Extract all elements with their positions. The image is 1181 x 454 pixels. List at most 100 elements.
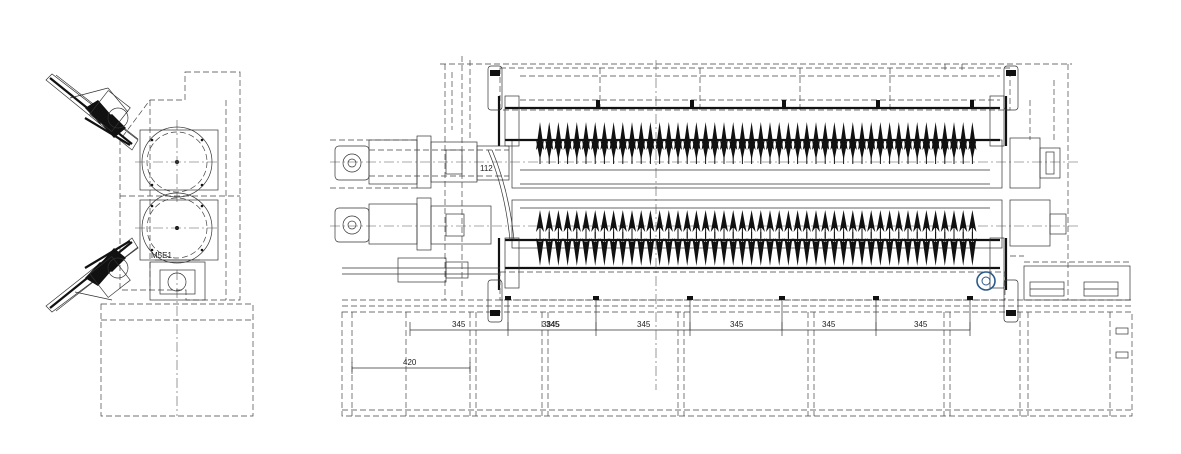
roll-tooth <box>710 210 719 232</box>
dim-label-4: 345 <box>730 320 744 329</box>
roll-tooth <box>766 140 774 160</box>
roll-tooth <box>609 238 618 266</box>
construction-lines <box>330 56 1132 390</box>
roll-tooth <box>894 140 903 160</box>
roll-tooth <box>950 238 958 266</box>
dim-label-offset: 420 <box>403 358 417 367</box>
roll-tooth <box>738 210 747 232</box>
roll-tooth <box>720 238 728 266</box>
roll-tooth <box>554 140 563 160</box>
roll-tooth <box>637 210 646 232</box>
roll-tooth <box>775 238 784 266</box>
roll-tooth <box>968 238 977 266</box>
roll-tooth <box>674 238 682 266</box>
roll-tooth <box>858 210 866 232</box>
roll-tooth <box>894 238 903 266</box>
roll-tooth <box>766 238 774 266</box>
roll-tooth <box>720 210 728 232</box>
upper-cover <box>440 63 1072 300</box>
roll-tooth <box>959 210 968 232</box>
roll-tooth <box>646 210 655 232</box>
dim-label-6: 345 <box>914 320 928 329</box>
roll-tooth <box>940 210 949 232</box>
roll-tooth <box>802 140 811 160</box>
roll-tooth <box>563 210 572 232</box>
side-view: M5E1 <box>45 71 254 417</box>
roll-tooth <box>812 238 820 266</box>
side-gearbox <box>149 261 206 301</box>
roll-tooth <box>839 210 848 232</box>
roll-tooth <box>885 238 894 266</box>
roll-tooth <box>572 140 581 160</box>
roll-tooth <box>931 140 940 160</box>
lower-swing-arm <box>45 237 139 313</box>
roll-tooth <box>802 210 811 232</box>
roll-tooth <box>867 238 876 266</box>
roll-tooth <box>784 140 793 160</box>
roll-tooth <box>536 238 544 266</box>
roll-tooth <box>729 238 738 266</box>
roll-tooth <box>812 140 820 160</box>
roll-tooth <box>582 238 590 266</box>
roll-tooth <box>812 210 820 232</box>
roll-tooth <box>646 238 655 266</box>
roll-tooth <box>913 210 922 232</box>
roll-tooth <box>710 140 719 160</box>
roll-tooth <box>747 140 756 160</box>
roll-tooth <box>830 238 839 266</box>
roll-tooth <box>904 140 912 160</box>
dim-label-3: 345 <box>637 320 651 329</box>
roll-tooth <box>572 210 581 232</box>
roll-tooth <box>793 238 802 266</box>
roll-tooth <box>545 140 554 160</box>
right-base-block <box>1023 265 1131 359</box>
roll-tooth <box>830 140 839 160</box>
side-frame <box>119 71 241 301</box>
lower-roll-teeth <box>536 210 977 266</box>
roll-tooth <box>747 238 756 266</box>
roll-tooth <box>710 238 719 266</box>
roll-tooth <box>664 210 673 232</box>
roll-tooth <box>738 238 747 266</box>
roll-tooth <box>628 140 636 160</box>
roll-tooth <box>848 140 857 160</box>
roll-tooth <box>913 238 922 266</box>
roll-tooth <box>940 238 949 266</box>
roll-tooth <box>692 238 701 266</box>
roll-tooth <box>582 210 590 232</box>
roll-tooth <box>876 238 885 266</box>
roll-tooth <box>867 210 876 232</box>
roll-tooth <box>720 140 728 160</box>
roll-tooth <box>655 210 664 232</box>
roll-tooth <box>591 140 600 160</box>
roll-tooth <box>600 210 609 232</box>
roll-tooth <box>821 210 830 232</box>
roll-tooth <box>655 140 664 160</box>
roll-tooth <box>683 210 692 232</box>
roll-tooth <box>563 238 572 266</box>
roll-tooth <box>931 238 940 266</box>
roll-tooth <box>729 210 738 232</box>
roll-tooth <box>618 140 627 160</box>
roll-tooth <box>701 238 710 266</box>
roll-tooth <box>959 238 968 266</box>
roll-tooth <box>950 210 958 232</box>
roll-tooth <box>756 210 765 232</box>
roll-tooth <box>655 238 664 266</box>
roll-tooth <box>628 238 636 266</box>
roll-tooth <box>922 238 931 266</box>
roll-tooth <box>904 210 912 232</box>
roll-tooth <box>867 140 876 160</box>
roll-tooth <box>618 210 627 232</box>
roll-tooth <box>738 140 747 160</box>
roll-tooth <box>784 238 793 266</box>
roll-tooth <box>674 210 682 232</box>
roll-tooth <box>931 210 940 232</box>
roll-tooth <box>793 140 802 160</box>
roll-tooth <box>545 238 554 266</box>
roll-tooth <box>637 140 646 160</box>
roll-tooth <box>536 140 544 160</box>
upper-swing-arm <box>45 73 139 151</box>
highlight-bearing <box>976 271 996 291</box>
